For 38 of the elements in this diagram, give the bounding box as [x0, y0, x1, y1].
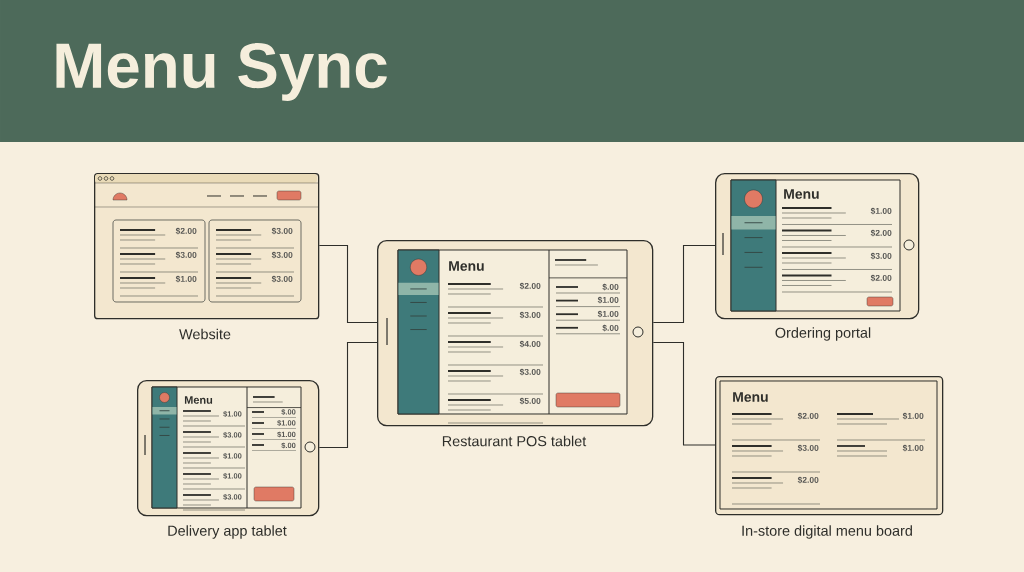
device-caption: Website — [179, 328, 231, 340]
device-caption: Delivery app tablet — [168, 525, 287, 539]
title: Menu Sync — [56, 43, 387, 101]
price-label: $1.00 — [175, 275, 197, 283]
price-label: $3.00 — [271, 251, 293, 259]
price-label: $4.00 — [519, 340, 541, 348]
price-label: $2.00 — [797, 412, 819, 420]
price-label: $1.00 — [870, 207, 892, 215]
price-label: $3.00 — [271, 227, 293, 235]
price-label: $.00 — [602, 324, 619, 332]
menu-heading: Menu — [784, 189, 819, 199]
device-caption: Ordering portal — [775, 327, 871, 341]
price-label: $2.00 — [175, 227, 197, 235]
menu-heading: Menu — [733, 392, 768, 402]
connector-line — [318, 341, 378, 449]
menu-heading: Menu — [184, 396, 213, 404]
price-label: $3.00 — [175, 251, 197, 259]
connector-line — [652, 341, 716, 446]
price-label: $3.00 — [271, 275, 293, 283]
price-label: $2.00 — [797, 476, 819, 484]
price-label: $3.00 — [797, 444, 819, 452]
price-label: $2.00 — [519, 282, 541, 290]
price-label: $3.00 — [519, 368, 541, 376]
menu-heading: Menu — [449, 261, 484, 271]
connector-line — [318, 244, 378, 324]
price-label: $1.00 — [597, 296, 619, 304]
price-label: $5.00 — [519, 397, 541, 405]
price-label: $2.00 — [870, 229, 892, 237]
price-label: $1.00 — [902, 444, 924, 452]
connector-line — [652, 244, 716, 324]
price-label: $3.00 — [519, 311, 541, 319]
price-label: $1.00 — [597, 310, 619, 318]
price-label: $.00 — [602, 283, 619, 291]
price-label: $3.00 — [870, 252, 892, 260]
device-caption: In-store digital menu board — [742, 525, 912, 539]
device-caption: Restaurant POS tablet — [442, 435, 587, 447]
price-label: $1.00 — [902, 412, 924, 420]
price-label: $2.00 — [870, 274, 892, 282]
